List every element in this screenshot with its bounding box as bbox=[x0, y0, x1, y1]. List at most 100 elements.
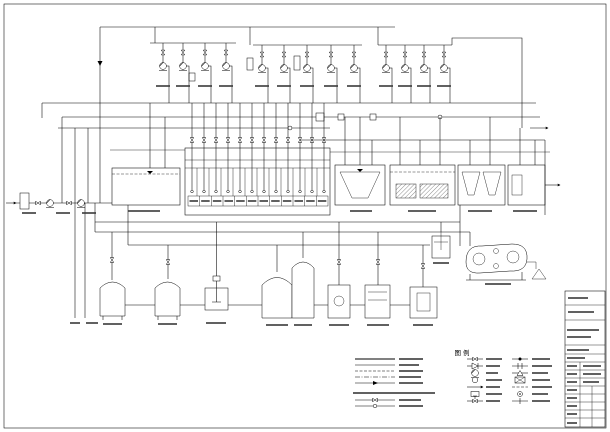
diffuser-icon bbox=[202, 189, 206, 194]
label-mark bbox=[128, 210, 160, 212]
label-mark bbox=[399, 364, 419, 366]
label-mark bbox=[70, 322, 80, 324]
tank-feed-pipes bbox=[149, 103, 536, 168]
agitator-shaft bbox=[212, 281, 221, 303]
label-mark bbox=[176, 85, 190, 87]
legend-arrow-icon bbox=[373, 381, 378, 385]
diffuser-icon bbox=[286, 189, 290, 194]
lower-pipes bbox=[74, 203, 471, 318]
small-vessel bbox=[293, 55, 301, 71]
label-mark bbox=[399, 399, 421, 401]
label-mark bbox=[219, 85, 233, 87]
legend-check-valve-icon bbox=[471, 362, 479, 370]
label-mark bbox=[282, 200, 292, 202]
diffuser-icon bbox=[190, 189, 194, 194]
dosing-pump-groups bbox=[158, 43, 451, 103]
label-mark bbox=[353, 392, 435, 394]
discharge-pile bbox=[531, 268, 547, 280]
vessel-legs bbox=[157, 316, 178, 320]
label-mark bbox=[156, 85, 170, 87]
drawing-frame bbox=[3, 3, 607, 429]
label-mark bbox=[437, 85, 451, 87]
label-mark bbox=[567, 389, 577, 391]
tank-3 bbox=[389, 164, 456, 206]
label-mark bbox=[568, 311, 594, 313]
top-pipe-network bbox=[41, 26, 549, 203]
diffuser-icon bbox=[322, 189, 326, 194]
dosing-box-internals bbox=[434, 232, 448, 250]
legend-tee-icon bbox=[512, 398, 528, 404]
tank-partitions bbox=[196, 168, 318, 196]
diffuser-icon bbox=[214, 189, 218, 194]
media-bed bbox=[419, 183, 449, 199]
label-mark bbox=[300, 85, 314, 87]
diffuser-icon bbox=[250, 189, 254, 194]
equipment-unit-right bbox=[431, 232, 547, 281]
diffuser-icon bbox=[274, 189, 278, 194]
title-block bbox=[564, 290, 606, 428]
legend-instrument-icon bbox=[471, 376, 479, 384]
label-mark bbox=[247, 200, 257, 202]
instrument-box bbox=[337, 113, 345, 121]
tank-internal-box bbox=[511, 174, 523, 196]
diffuser-icon bbox=[298, 189, 302, 194]
label-mark bbox=[532, 365, 552, 367]
label-mark bbox=[567, 357, 585, 359]
legend-circle-icon bbox=[372, 403, 378, 409]
label-mark bbox=[413, 324, 433, 326]
title-block-grid bbox=[565, 304, 605, 427]
label-mark bbox=[198, 85, 212, 87]
lower-pipe-network bbox=[74, 203, 471, 318]
label-mark bbox=[294, 324, 312, 326]
label-mark bbox=[567, 349, 589, 351]
label-mark bbox=[532, 393, 548, 395]
diffuser-icon bbox=[238, 189, 242, 194]
label-mark bbox=[206, 322, 226, 324]
legend-triangle-icon bbox=[516, 370, 524, 376]
feed-drop-pipes bbox=[189, 103, 327, 194]
label-mark bbox=[583, 373, 601, 375]
label-mark bbox=[103, 323, 122, 325]
stage-label-dividers bbox=[199, 196, 317, 206]
roller-icon bbox=[493, 248, 499, 254]
legend-title: 图 例 bbox=[454, 348, 469, 357]
label-mark bbox=[486, 358, 502, 360]
water-level-icon bbox=[357, 169, 363, 172]
legend-cross-icon bbox=[514, 376, 526, 384]
label-mark bbox=[212, 200, 222, 202]
label-mark bbox=[567, 413, 577, 415]
label-mark bbox=[486, 372, 498, 374]
storage-vessels bbox=[99, 261, 438, 320]
label-mark bbox=[486, 386, 500, 388]
inlet-equipment bbox=[6, 192, 112, 210]
label-mark bbox=[277, 85, 291, 87]
label-mark bbox=[486, 393, 502, 395]
box-tank-2 bbox=[364, 284, 391, 319]
label-mark bbox=[399, 358, 423, 360]
tank-internal-box bbox=[416, 292, 431, 312]
label-mark bbox=[485, 283, 511, 285]
label-mark bbox=[532, 400, 550, 402]
machine-support bbox=[466, 272, 526, 281]
instrument-box bbox=[315, 112, 325, 122]
main-pipes bbox=[41, 26, 545, 203]
discharge-chute bbox=[527, 261, 537, 269]
legend-dot-icon bbox=[518, 357, 522, 361]
label-mark bbox=[399, 405, 423, 407]
legend: 图 例 bbox=[355, 348, 528, 409]
diffuser-icon bbox=[262, 189, 266, 194]
label-mark bbox=[347, 85, 361, 87]
tank-internal-lines bbox=[368, 291, 387, 301]
box-tank-1 bbox=[327, 284, 351, 319]
label-mark bbox=[367, 324, 389, 326]
agitator-motor bbox=[212, 275, 221, 282]
label-mark bbox=[306, 200, 315, 202]
label-mark bbox=[567, 422, 577, 424]
label-mark bbox=[399, 376, 421, 378]
label-mark bbox=[22, 212, 36, 214]
diffuser-icon bbox=[226, 189, 230, 194]
label-mark bbox=[236, 200, 245, 202]
label-mark bbox=[583, 381, 599, 383]
label-mark bbox=[201, 200, 210, 202]
label-mark bbox=[399, 382, 423, 384]
